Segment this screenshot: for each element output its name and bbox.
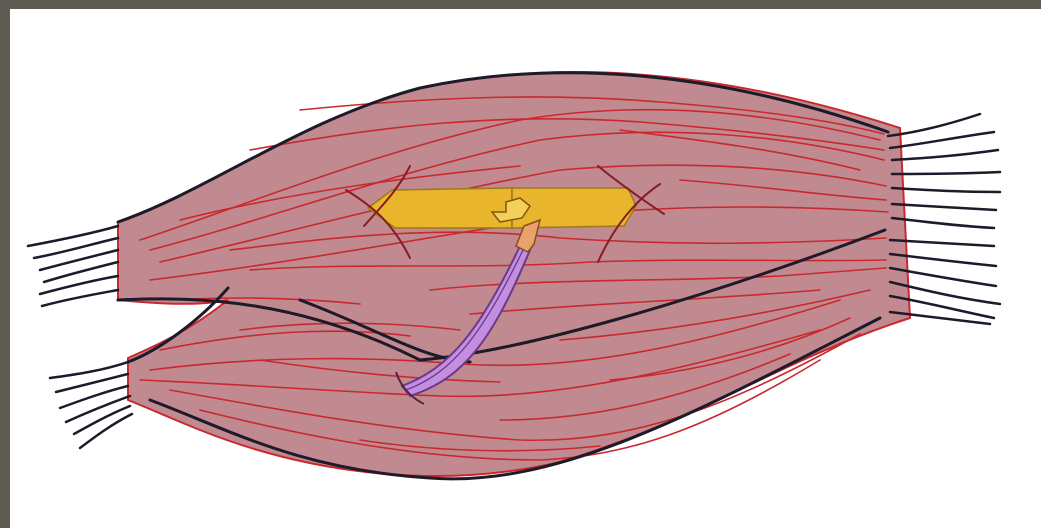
tendon-strand	[888, 114, 980, 136]
tendon-strand	[80, 414, 132, 448]
tendon-strand	[42, 290, 118, 306]
tendon-strand	[50, 362, 128, 378]
tendon-strand	[892, 204, 996, 210]
muscle-diagram	[10, 9, 1041, 528]
figure-frame	[10, 9, 1041, 528]
graft-right-segment	[512, 188, 636, 228]
tendon-strand	[892, 172, 1000, 174]
graft-left-segment	[368, 188, 512, 228]
tendon-strand	[28, 226, 118, 246]
tendon-strand	[892, 218, 994, 228]
tendon-strand	[34, 238, 118, 258]
tendon-strand	[892, 150, 998, 160]
tendon-strand	[40, 250, 118, 270]
tendon-strand	[892, 188, 1000, 192]
